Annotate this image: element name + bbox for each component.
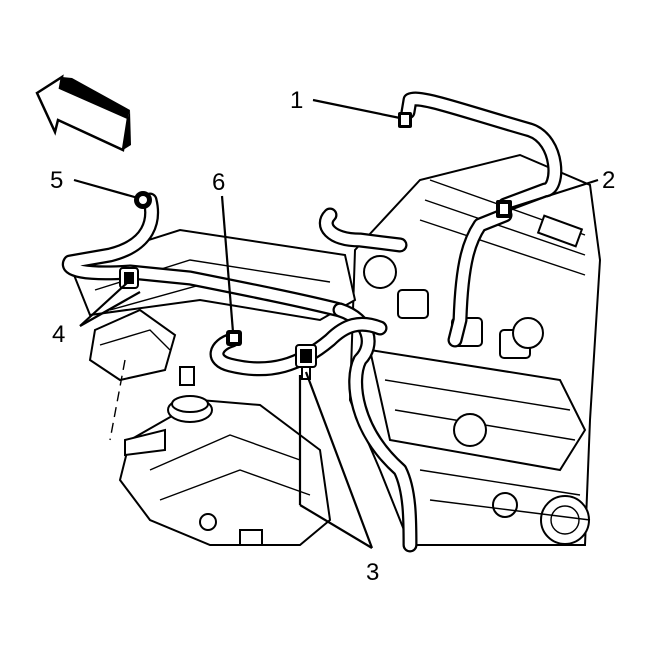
fitting-4 xyxy=(119,267,139,289)
vent-hose-left xyxy=(61,192,418,553)
front-direction-arrow-icon xyxy=(35,74,131,152)
callout-2: 2 xyxy=(602,167,615,194)
vent-hose-upper xyxy=(400,91,563,348)
leader-lines xyxy=(73,98,599,549)
callout-5: 5 xyxy=(50,167,63,194)
callout-6: 6 xyxy=(212,169,225,196)
callout-labels: 1 2 3 4 5 6 xyxy=(50,87,615,586)
fitting-5 xyxy=(134,191,152,209)
fitting-1 xyxy=(398,112,412,128)
fitting-6 xyxy=(226,330,242,346)
vent-hose-middle xyxy=(209,207,408,377)
callout-1: 1 xyxy=(290,87,303,114)
callout-3: 3 xyxy=(366,559,379,586)
callout-4: 4 xyxy=(52,321,65,348)
fitting-2 xyxy=(496,200,512,218)
engine-assembly xyxy=(68,153,602,546)
